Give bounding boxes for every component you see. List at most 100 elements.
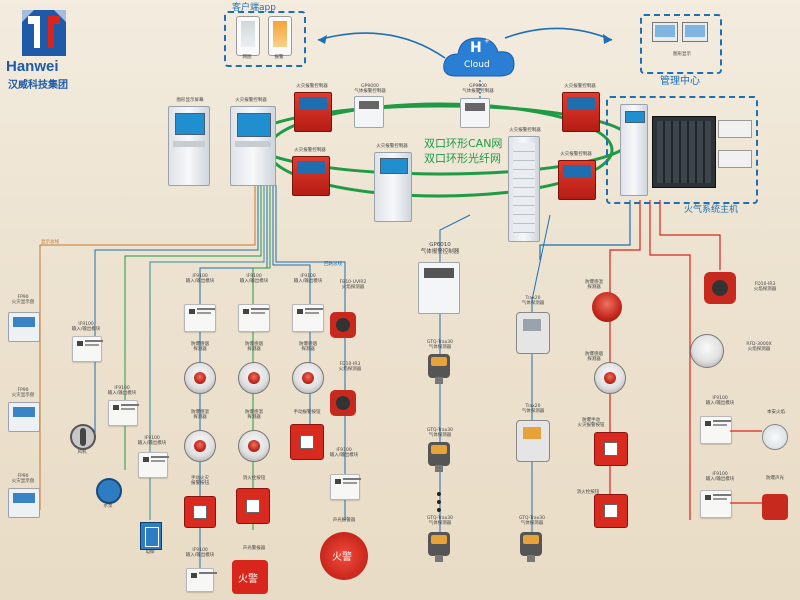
mgmt-center-box xyxy=(640,14,722,74)
mgmt-caption: 图形显示 xyxy=(673,52,691,57)
rm-det1-label: 防爆感温 探测器 xyxy=(585,280,603,291)
gtq-detector-4 xyxy=(520,532,542,562)
gtq-detector-2 xyxy=(428,442,450,472)
col5-flame-detector-1 xyxy=(330,312,356,338)
col2-if9100 xyxy=(184,304,216,332)
panel-tl xyxy=(294,92,332,132)
col5-if9100-label: IF9100 输入/输出模块 xyxy=(329,448,359,459)
phone-label-1: 网图 xyxy=(242,55,252,60)
right-beacon-label: 本安火焰 xyxy=(767,410,785,415)
right-if9100-2 xyxy=(700,490,732,518)
col2-sounder-text: 火警 xyxy=(238,574,258,585)
panel-rack-label: 火灾报警控制器 xyxy=(509,128,541,133)
fp90-3-label: FP90 火灾显示盘 xyxy=(11,474,35,485)
cloud-icon xyxy=(440,30,518,82)
trax20-detector-1 xyxy=(516,312,550,354)
right-flame2-label: RFD-3000X 火焰探测器 xyxy=(746,342,772,353)
fan-icon xyxy=(70,424,96,450)
left-if9100-a xyxy=(72,336,103,362)
col2-manual-call-point xyxy=(184,496,216,528)
gtq2-label: GTQ-Trax30 气体探测器 xyxy=(426,428,454,439)
gtq1-label: GTQ-Trax30 气体探测器 xyxy=(426,340,454,351)
right-beacon-link xyxy=(730,430,762,432)
arc-to-mgmt xyxy=(504,27,613,41)
fp90-3 xyxy=(8,488,40,518)
loop-bus-tag: 回路总线 xyxy=(324,262,342,267)
logo-brand: Hanwei xyxy=(6,58,59,75)
rm-hydrant-button xyxy=(594,494,628,528)
mgmt-monitor-2 xyxy=(682,22,708,42)
logo-company: 汉威科技集团 xyxy=(8,80,68,91)
rm-smoke-detector xyxy=(594,362,626,394)
hanwei-logo-icon xyxy=(22,10,66,56)
col2-det1-label: 防爆感烟 探测器 xyxy=(191,342,209,353)
phone-label-2: 报警 xyxy=(274,55,284,60)
col5-flame-detector-2 xyxy=(330,390,356,416)
ws1-label: 图形显示屏幕 xyxy=(176,98,204,103)
right-flame-detector-2 xyxy=(690,334,724,368)
host-label: 火气系统主机 xyxy=(684,205,739,215)
panel-gp2-label: GP9000 气体报警控制器 xyxy=(462,84,494,95)
left-if9100-c-label: IF9100 输入/输出模块 xyxy=(137,436,167,447)
rm-manual-call-point xyxy=(594,432,628,466)
can-network-label: 双口环形CAN网 xyxy=(424,137,503,150)
ellipsis-dots-icon xyxy=(437,492,441,512)
rm-det2-label: 防爆感烟 探测器 xyxy=(585,352,603,363)
col3-smoke-detector xyxy=(238,362,270,394)
cloud-plus: + xyxy=(484,37,490,45)
right-if9100-1 xyxy=(700,416,732,444)
left-if9100-c xyxy=(138,452,169,478)
col4-det1-label: 防爆感烟 探测器 xyxy=(299,342,317,353)
host-server-rack xyxy=(652,116,716,188)
fan-label: 风机 xyxy=(77,450,87,455)
panel-ml xyxy=(292,156,330,196)
col2-if9100-2 xyxy=(186,568,217,592)
col2-if9100-2-label: IF9100 输入/输出模块 xyxy=(185,548,215,559)
panel-ml-label: 火灾报警控制器 xyxy=(294,148,326,153)
col4-if9100 xyxy=(292,304,324,332)
col3-det1-label: 防爆感烟 探测器 xyxy=(245,342,263,353)
gtq4-label: GTQ-Trax30 气体探测器 xyxy=(518,516,546,527)
left-if9100-b xyxy=(108,400,139,426)
panel-mr-label: 火灾报警控制器 xyxy=(560,152,592,157)
col3-hydrant-button xyxy=(236,488,270,524)
pump-icon xyxy=(96,478,122,504)
col3-sounder-label: 声光警报器 xyxy=(242,546,266,551)
cabinet-mid xyxy=(374,152,412,222)
cloud-mark: H xyxy=(470,40,482,56)
col4-if9100-label: IF9100 输入/输出模块 xyxy=(293,274,323,285)
gp6010-controller xyxy=(418,262,460,314)
col3-if9100-label: IF9100 输入/输出模块 xyxy=(239,274,269,285)
rm-hydrant-label: 消火栓按钮 xyxy=(576,490,600,495)
col2-det2-label: 防爆感温 探测器 xyxy=(191,410,209,421)
elevator-icon xyxy=(140,522,162,550)
right-strobe xyxy=(762,494,788,520)
arrow-app xyxy=(318,35,327,44)
phone-2 xyxy=(268,16,292,56)
client-app-title: 客户端app xyxy=(232,3,276,13)
ws1-console xyxy=(168,106,210,186)
col3-if9100 xyxy=(238,304,270,332)
fiber-network-label: 双口环形光纤网 xyxy=(424,152,501,165)
panel-gp2 xyxy=(460,98,490,128)
col4-smoke-detector xyxy=(292,362,324,394)
col3-heat-detector xyxy=(238,430,270,462)
right-if9100-2-label: IF9100 输入/输出模块 xyxy=(705,472,735,483)
col5-flame2-label: FD10-IR3 火焰探测器 xyxy=(338,362,362,373)
rm-mcp-label: 防爆手动 火灾报警按钮 xyxy=(577,418,605,429)
panel-tl-label: 火灾报警控制器 xyxy=(296,84,328,89)
host-cabinet-1 xyxy=(620,104,648,196)
fp90-2-label: FP90 火灾显示盘 xyxy=(11,388,35,399)
col5-sounder xyxy=(320,532,368,580)
elevator-label: 电梯 xyxy=(145,550,155,555)
col2-sounder-strobe xyxy=(232,560,268,594)
phone-1 xyxy=(236,16,260,56)
col5-sounder-label: 声光报警器 xyxy=(332,518,356,523)
mgmt-center-label: 管理中心 xyxy=(660,76,700,87)
panel-gp-label: GP9000 气体报警控制器 xyxy=(354,84,386,95)
gp6010-label: GP6010 气体报警控制器 xyxy=(420,242,460,255)
col2-mcp-label: 手动火灾 报警按钮 xyxy=(191,476,209,487)
gtq-detector-1 xyxy=(428,354,450,384)
col5-sounder-text: 火警 xyxy=(332,552,352,563)
